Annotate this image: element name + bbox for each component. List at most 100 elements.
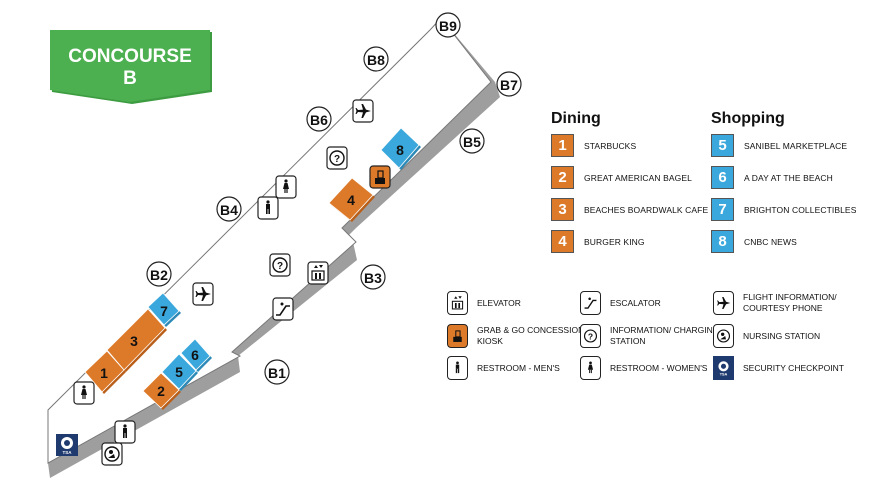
restroom-women-icon[interactable] [73,381,95,405]
airplane-icon[interactable] [352,99,374,123]
unit-number: 3 [130,333,138,349]
escalator-icon[interactable] [272,297,294,321]
dining-name: BURGER KING [584,236,645,247]
legend-label: RESTROOM - WOMEN'S [610,362,708,373]
legend-elevator: ELEVATOR [447,291,587,315]
legend-label: INFORMATION/ CHARGING STATION [610,325,720,346]
shopping-item-8: 8 CNBC NEWS [711,230,797,253]
legend-kiosk: GRAB & GO CONCESSION KIOSK [447,324,587,348]
gate-label: B7 [500,77,518,93]
shopping-title: Shopping [711,110,785,127]
svg-text:?: ? [334,154,340,165]
restroom-women-icon [580,356,601,380]
gate-b9[interactable]: B9 [435,12,461,38]
dining-title: Dining [551,110,601,127]
gate-b5[interactable]: B5 [459,128,485,154]
dining-name: GREAT AMERICAN BAGEL [584,172,692,183]
unit-3[interactable]: 3 [106,308,167,372]
gate-labels: B9 B8 B7 B6 B5 B4 B3 B2 B1 [146,12,522,385]
legend-label: ESCALATOR [610,297,661,308]
legend-escalator: ESCALATOR [580,291,720,315]
unit-number: 2 [157,383,165,399]
shopping-item-7: 7 BRIGHTON COLLECTIBLES [711,198,856,221]
dining-item-2: 2 GREAT AMERICAN BAGEL [551,166,692,189]
legend-flight-info: FLIGHT INFORMATION/ COURTESY PHONE [713,291,848,315]
unit-number: 4 [347,192,355,208]
restroom-men-icon [447,356,468,380]
unit-6[interactable]: 6 [180,338,212,372]
security-checkpoint-icon[interactable]: TSA [56,434,78,456]
legend-restroom-men: RESTROOM - MEN'S [447,356,587,380]
legend-label: ELEVATOR [477,297,521,308]
shop-units: 8 4 7 3 1 6 [84,127,421,410]
gate-label: B2 [150,267,168,283]
unit-4[interactable]: 4 [328,177,375,222]
grab-and-go-kiosk-icon[interactable] [369,165,391,189]
gate-label: B6 [310,112,328,128]
svg-text:?: ? [588,331,593,341]
unit-8[interactable]: 8 [380,127,421,170]
information-icon[interactable]: ? [326,146,348,170]
tsa-badge-text: TSA [63,450,73,455]
gate-label: B9 [439,18,457,34]
unit-number: 6 [191,347,199,363]
dining-item-3: 3 BEACHES BOARDWALK CAFE [551,198,708,221]
shopping-item-5: 5 SANIBEL MARKETPLACE [711,134,847,157]
elevator-icon [447,291,468,315]
unit-7[interactable]: 7 [147,292,181,327]
gate-b4[interactable]: B4 [216,196,242,222]
svg-text:?: ? [277,261,283,272]
unit-5[interactable]: 5 [161,353,198,391]
dining-item-4: 4 BURGER KING [551,230,645,253]
gate-b2[interactable]: B2 [146,261,172,287]
legend-label: SECURITY CHECKPOINT [743,362,844,373]
gate-b3[interactable]: B3 [360,264,386,290]
banner-title: CONCOURSE [68,46,192,67]
legend-label: RESTROOM - MEN'S [477,362,560,373]
information-icon[interactable]: ? [269,253,291,277]
legend-label: GRAB & GO CONCESSION KIOSK [477,325,585,346]
restroom-men-icon[interactable] [257,196,279,220]
dining-number: 4 [551,230,574,253]
restroom-men-icon[interactable] [114,420,136,444]
airplane-icon [713,291,734,315]
shopping-number: 7 [711,198,734,221]
gate-label: B4 [220,202,238,218]
concourse-floor [47,17,492,464]
gate-b6[interactable]: B6 [306,106,332,132]
dining-number: 3 [551,198,574,221]
unit-1[interactable]: 1 [84,350,126,394]
nursing-station-icon [713,324,734,348]
escalator-icon [580,291,601,315]
shopping-number: 5 [711,134,734,157]
legend-nursing: NURSING STATION [713,324,853,348]
unit-2[interactable]: 2 [142,372,181,410]
shopping-name: BRIGHTON COLLECTIBLES [744,204,857,215]
gate-b1[interactable]: B1 [264,359,290,385]
tsa-badge-text: TSA [720,373,728,377]
elevator-icon[interactable] [307,261,329,285]
grab-and-go-kiosk-icon [447,324,468,348]
nursing-station-icon[interactable] [101,442,123,466]
shopping-name: SANIBEL MARKETPLACE [744,140,848,151]
unit-number: 8 [396,142,404,158]
restroom-women-icon[interactable] [275,175,297,199]
banner-letter: B [123,68,137,89]
legend-label: FLIGHT INFORMATION/ COURTESY PHONE [743,292,837,313]
unit-number: 7 [160,303,168,319]
concourse-floorplan [47,17,500,478]
shopping-number: 8 [711,230,734,253]
banner-shape [50,30,210,102]
legend-information: ? INFORMATION/ CHARGING STATION [580,324,720,348]
information-icon: ? [580,324,601,348]
shopping-name: A DAY AT THE BEACH [744,172,833,183]
unit-number: 5 [175,364,183,380]
gate-b8[interactable]: B8 [363,46,389,72]
airplane-icon[interactable] [192,282,214,306]
dining-number: 2 [551,166,574,189]
dining-item-1: 1 STARBUCKS [551,134,636,157]
shopping-name: CNBC NEWS [744,236,797,247]
dining-name: STARBUCKS [584,140,637,151]
gate-b7[interactable]: B7 [496,71,522,97]
